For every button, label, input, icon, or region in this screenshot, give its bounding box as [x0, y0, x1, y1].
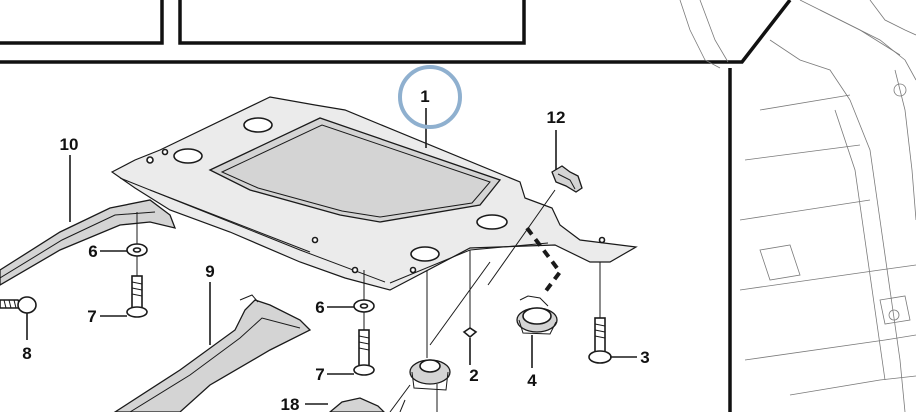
- underbody-panel: [110, 96, 638, 291]
- callout-6-middle: 6: [315, 298, 324, 317]
- plug-part-4: [516, 295, 558, 335]
- callout-18: 18: [281, 395, 300, 412]
- bolt-part-3: [588, 317, 612, 364]
- washer-part-6-middle: [353, 299, 375, 313]
- grommet-part-18: [328, 359, 451, 412]
- callout-10: 10: [60, 135, 79, 154]
- callout-7-left: 7: [87, 307, 96, 326]
- rail-part-10: [0, 199, 177, 286]
- bolt-part-7-middle: [353, 329, 375, 376]
- bolt-part-7-left: [126, 275, 148, 318]
- callout-3: 3: [640, 348, 649, 367]
- washer-part-6-left: [126, 243, 148, 257]
- frame-border: [0, 0, 792, 412]
- callout-6-left: 6: [88, 242, 97, 261]
- callout-2: 2: [469, 366, 478, 385]
- callout-9: 9: [205, 262, 214, 281]
- callout-labels: 1 10 12 6 9 7 8 6 7 2 4 3 18: [22, 87, 649, 412]
- screw-part-2: [462, 327, 478, 339]
- highlight-ring: [398, 65, 462, 129]
- callout-8: 8: [22, 344, 31, 363]
- callout-1: 1: [420, 87, 429, 106]
- leader-lines: [26, 108, 637, 412]
- callout-7-middle: 7: [315, 365, 324, 384]
- screw-part-8: [0, 296, 37, 314]
- clip-part-12: [551, 165, 583, 193]
- callout-12: 12: [547, 108, 566, 127]
- rail-part-9: [113, 294, 312, 412]
- vehicle-body-outline: [679, 0, 916, 412]
- callout-4: 4: [527, 371, 537, 390]
